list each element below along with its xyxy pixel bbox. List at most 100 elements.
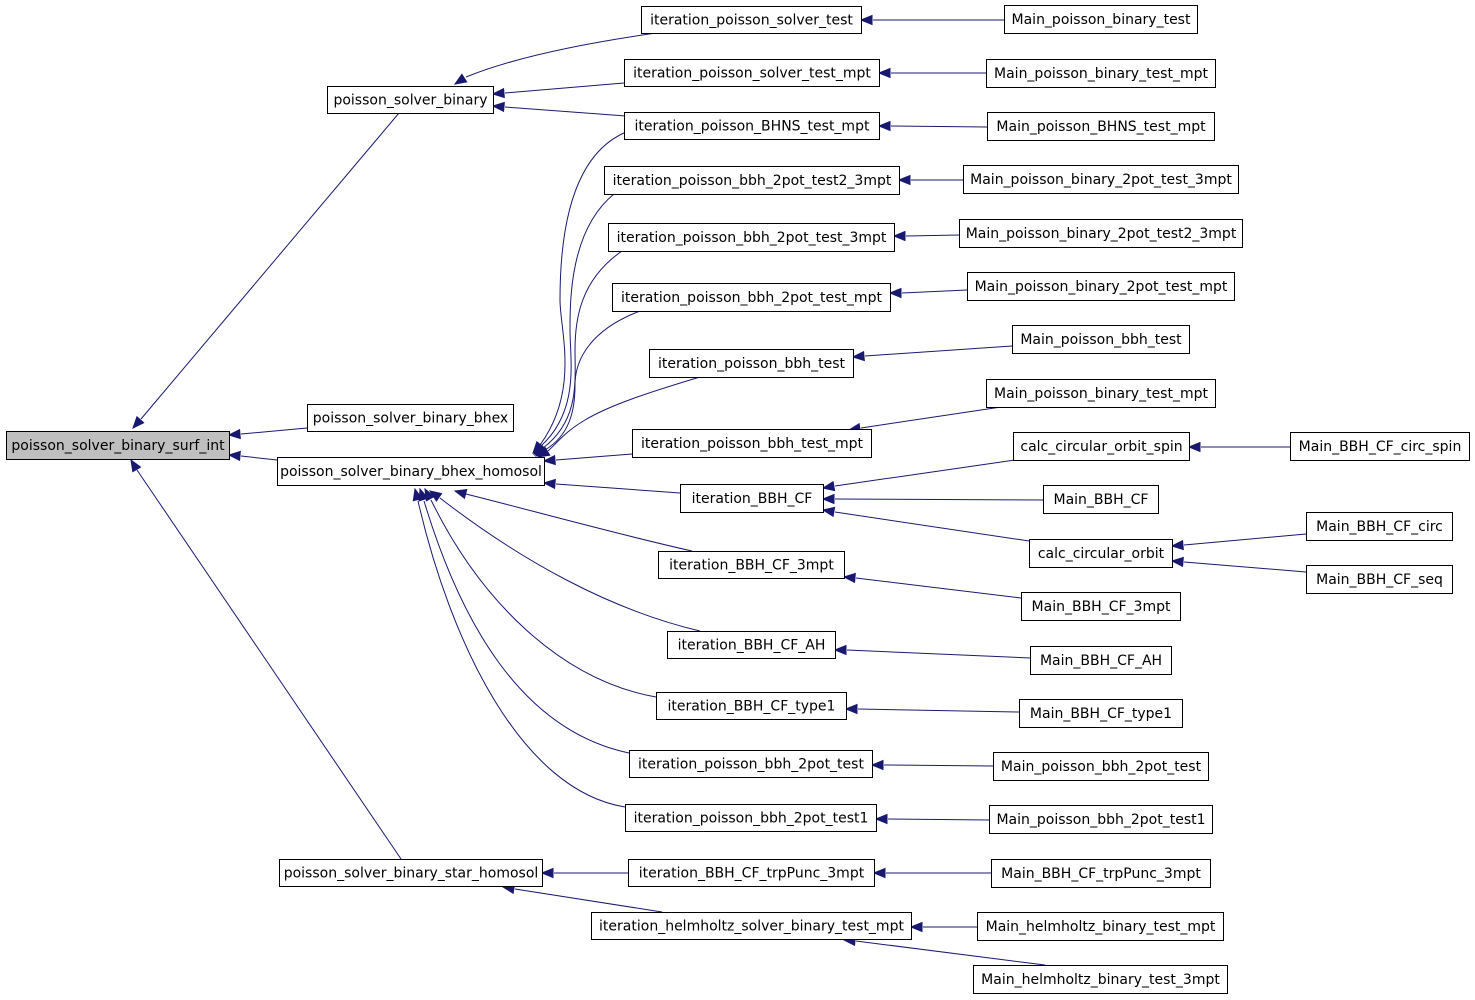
node-mbcft1[interactable]: Main_BBH_CF_type1 xyxy=(1019,699,1183,728)
node-box[interactable] xyxy=(632,429,872,458)
node-ipbtm[interactable]: iteration_poisson_bbh_test_mpt xyxy=(632,429,872,458)
node-ipbhns[interactable]: iteration_poisson_BHNS_test_mpt xyxy=(624,112,880,140)
node-box[interactable] xyxy=(612,283,891,312)
node-box[interactable] xyxy=(1019,699,1183,728)
node-mpb2tm[interactable]: Main_poisson_binary_2pot_test_mpt xyxy=(967,272,1235,301)
node-box[interactable] xyxy=(986,59,1216,88)
node-box[interactable] xyxy=(977,912,1224,941)
node-box[interactable] xyxy=(641,6,862,34)
edge-line xyxy=(240,427,308,435)
node-box[interactable] xyxy=(624,59,880,87)
node-ibcftp[interactable]: iteration_BBH_CF_trpPunc_3mpt xyxy=(628,859,875,887)
node-box[interactable] xyxy=(1021,592,1181,621)
node-box[interactable] xyxy=(277,457,545,486)
node-mhbtm[interactable]: Main_helmholtz_binary_test_mpt xyxy=(977,912,1224,941)
node-mpb2t1[interactable]: Main_poisson_bbh_2pot_test1 xyxy=(989,805,1213,834)
node-box[interactable] xyxy=(327,86,494,114)
node-ipb2t[interactable]: iteration_poisson_bbh_2pot_test xyxy=(629,750,873,778)
node-box[interactable] xyxy=(1306,565,1453,594)
node-ihsbtm[interactable]: iteration_helmholtz_solver_binary_test_m… xyxy=(591,912,912,940)
node-mbcf[interactable]: Main_BBH_CF xyxy=(1043,485,1159,514)
node-box[interactable] xyxy=(1029,539,1173,568)
node-mpb2t[interactable]: Main_poisson_bbh_2pot_test xyxy=(993,752,1209,781)
node-box[interactable] xyxy=(1004,5,1198,34)
node-box[interactable] xyxy=(973,965,1228,994)
node-box[interactable] xyxy=(307,404,514,432)
node-box[interactable] xyxy=(1290,432,1470,461)
node-mhbt3[interactable]: Main_helmholtz_binary_test_3mpt xyxy=(973,965,1228,994)
edge-cco-to-ibcf xyxy=(821,506,1030,542)
node-box[interactable] xyxy=(6,431,230,460)
node-box[interactable] xyxy=(656,692,847,720)
node-mpbtm2[interactable]: Main_poisson_binary_test_mpt xyxy=(986,379,1216,408)
node-psbsh[interactable]: poisson_solver_binary_star_homosol xyxy=(279,859,543,887)
node-mbcfc[interactable]: Main_BBH_CF_circ xyxy=(1306,512,1453,541)
edge-line xyxy=(860,406,1002,429)
node-ibcft1[interactable]: iteration_BBH_CF_type1 xyxy=(656,692,847,720)
node-box[interactable] xyxy=(959,219,1243,248)
edge-line xyxy=(465,32,657,78)
node-mpbbht[interactable]: Main_poisson_bbh_test xyxy=(1012,325,1190,354)
node-ibcfah[interactable]: iteration_BBH_CF_AH xyxy=(667,631,836,659)
node-label: poisson_solver_binary_surf_int xyxy=(11,438,225,454)
node-mpbt[interactable]: Main_poisson_binary_test xyxy=(1004,5,1198,34)
node-box[interactable] xyxy=(680,484,824,513)
node-box[interactable] xyxy=(963,165,1239,194)
node-ibcf3[interactable]: iteration_BBH_CF_3mpt xyxy=(658,551,845,579)
node-mbcf3[interactable]: Main_BBH_CF_3mpt xyxy=(1021,592,1181,621)
node-root[interactable]: poisson_solver_binary_surf_int xyxy=(6,431,230,460)
node-box[interactable] xyxy=(987,112,1215,141)
node-box[interactable] xyxy=(624,112,880,140)
node-mbcftp[interactable]: Main_BBH_CF_trpPunc_3mpt xyxy=(991,859,1211,888)
edge-line xyxy=(504,106,627,117)
node-box[interactable] xyxy=(1012,325,1190,354)
node-mbcfseq[interactable]: Main_BBH_CF_seq xyxy=(1306,565,1453,594)
edge-arrowhead xyxy=(821,506,836,518)
node-box[interactable] xyxy=(628,859,875,887)
node-box[interactable] xyxy=(591,912,912,940)
node-box[interactable] xyxy=(658,551,845,579)
node-box[interactable] xyxy=(604,166,900,195)
node-box[interactable] xyxy=(967,272,1235,301)
node-label: iteration_poisson_bbh_2pot_test xyxy=(638,757,864,773)
node-ipstm[interactable]: iteration_poisson_solver_test_mpt xyxy=(624,59,880,87)
node-cco[interactable]: calc_circular_orbit xyxy=(1029,539,1173,568)
node-box[interactable] xyxy=(279,859,543,887)
node-ibcf[interactable]: iteration_BBH_CF xyxy=(680,484,824,513)
node-psbbh[interactable]: poisson_solver_binary_bhex_homosol xyxy=(277,457,545,486)
node-label: iteration_poisson_bbh_2pot_test_3mpt xyxy=(617,230,887,246)
node-ipb2t23[interactable]: iteration_poisson_bbh_2pot_test2_3mpt xyxy=(604,166,900,195)
node-mbcfcs[interactable]: Main_BBH_CF_circ_spin xyxy=(1290,432,1470,461)
edge-line xyxy=(1183,533,1307,546)
node-box[interactable] xyxy=(667,631,836,659)
edge-ibcft1-to-psbbh xyxy=(424,487,657,698)
node-psb[interactable]: poisson_solver_binary xyxy=(327,86,494,114)
node-box[interactable] xyxy=(625,804,877,832)
node-mpb2t23[interactable]: Main_poisson_binary_2pot_test2_3mpt xyxy=(959,219,1243,248)
node-ipb2tm[interactable]: iteration_poisson_bbh_2pot_test_mpt xyxy=(612,283,891,312)
node-box[interactable] xyxy=(1306,512,1453,541)
node-mpbhns[interactable]: Main_poisson_BHNS_test_mpt xyxy=(987,112,1215,141)
node-box[interactable] xyxy=(986,379,1216,408)
node-box[interactable] xyxy=(1043,485,1159,514)
node-ipb2t3[interactable]: iteration_poisson_bbh_2pot_test_3mpt xyxy=(608,223,895,252)
node-box[interactable] xyxy=(989,805,1213,834)
node-box[interactable] xyxy=(608,223,895,252)
node-mpbtm1[interactable]: Main_poisson_binary_test_mpt xyxy=(986,59,1216,88)
node-label: Main_poisson_binary_test_mpt xyxy=(994,66,1208,82)
node-box[interactable] xyxy=(649,349,854,378)
node-box[interactable] xyxy=(991,859,1211,888)
node-ipbt[interactable]: iteration_poisson_bbh_test xyxy=(649,349,854,378)
edge-line xyxy=(855,577,1022,599)
node-box[interactable] xyxy=(1013,432,1190,461)
edge-line xyxy=(417,500,626,808)
node-box[interactable] xyxy=(1030,646,1172,675)
node-ipst[interactable]: iteration_poisson_solver_test xyxy=(641,6,862,34)
node-ccos[interactable]: calc_circular_orbit_spin xyxy=(1013,432,1190,461)
node-mbcfah[interactable]: Main_BBH_CF_AH xyxy=(1030,646,1172,675)
node-ipb2t1[interactable]: iteration_poisson_bbh_2pot_test1 xyxy=(625,804,877,832)
node-mpb2t3[interactable]: Main_poisson_binary_2pot_test_3mpt xyxy=(963,165,1239,194)
node-box[interactable] xyxy=(993,752,1209,781)
node-box[interactable] xyxy=(629,750,873,778)
node-psbb[interactable]: poisson_solver_binary_bhex xyxy=(307,404,514,432)
